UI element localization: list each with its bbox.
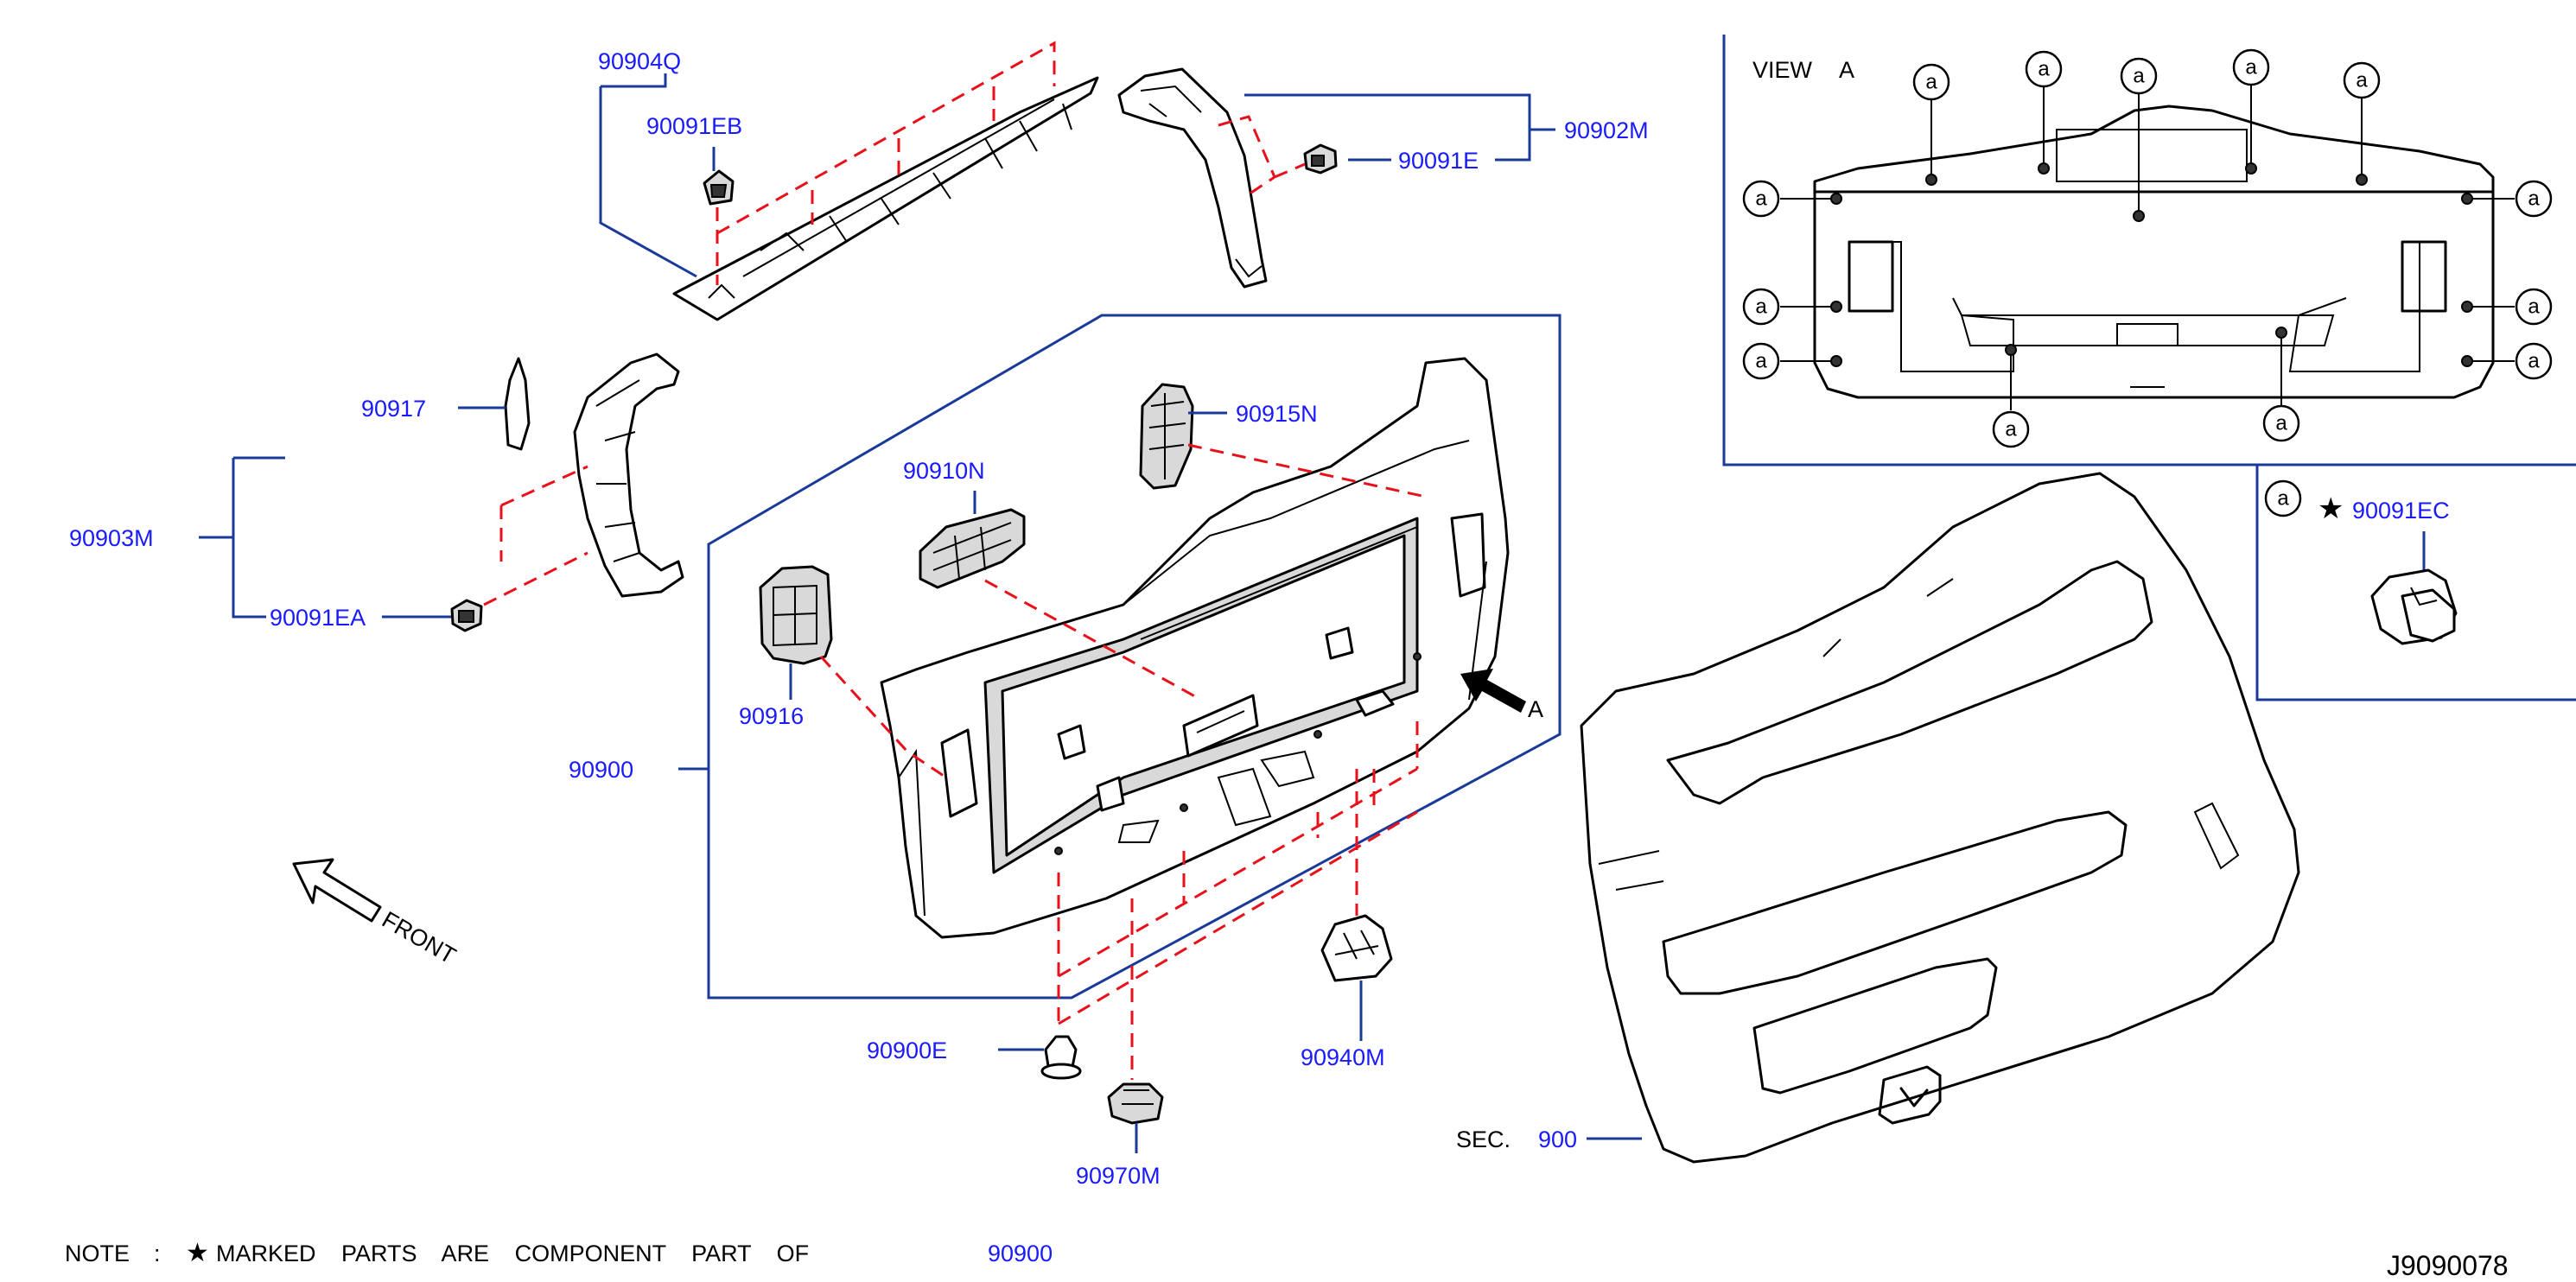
- label-90902m: 90902M: [1564, 117, 1649, 143]
- view-a-title: VIEW: [1752, 57, 1813, 83]
- back-door-panel: [1580, 472, 2300, 1164]
- part-90940m-lamp: [1320, 914, 1393, 982]
- view-a-arrow: [1460, 669, 1526, 713]
- part-90903m-pillar: [573, 352, 684, 598]
- label-90091e: 90091E: [1398, 148, 1479, 174]
- part-90091eb-clip: [703, 169, 735, 206]
- svg-text:a: a: [1755, 187, 1767, 211]
- part-90091e-clip: [1303, 143, 1338, 175]
- front-label: FRONT: [378, 906, 461, 968]
- svg-text:a: a: [2275, 412, 2287, 435]
- part-90970m-clip: [1107, 1082, 1164, 1125]
- label-90916: 90916: [739, 703, 804, 729]
- label-90970m: 90970M: [1076, 1163, 1161, 1189]
- label-90903m: 90903M: [69, 525, 154, 551]
- detail-a-marker: a: [2277, 487, 2289, 511]
- view-a-markers: a a a a a a a a a a a a a: [1742, 48, 2553, 448]
- note-colon: :: [154, 1241, 161, 1266]
- part-90091ea-clip: [450, 599, 483, 632]
- part-90902m-pillar: [1117, 67, 1268, 289]
- note-text: MARKED PARTS ARE COMPONENT PART OF: [216, 1241, 809, 1266]
- detail-star: ★: [2318, 492, 2344, 525]
- svg-text:a: a: [1755, 295, 1767, 319]
- view-a-letter: A: [1839, 57, 1854, 83]
- part-90915n-cover: [1139, 383, 1194, 490]
- sec-prefix: SEC.: [1456, 1127, 1511, 1152]
- part-90900e-pushpin: [1040, 1035, 1082, 1080]
- svg-text:a: a: [1925, 71, 1937, 94]
- svg-text:a: a: [1755, 350, 1767, 373]
- svg-text:a: a: [2245, 56, 2257, 79]
- part-90917-trim: [504, 357, 531, 451]
- note-prefix: NOTE: [65, 1241, 130, 1266]
- label-90900e: 90900E: [867, 1038, 947, 1063]
- label-90940m: 90940M: [1301, 1044, 1385, 1070]
- svg-text:a: a: [2356, 69, 2368, 92]
- group-frame-90900: [707, 314, 1562, 1000]
- label-90091ec: 90091EC: [2352, 498, 2450, 524]
- label-90091ea: 90091EA: [270, 605, 366, 631]
- svg-text:a: a: [2528, 295, 2540, 319]
- svg-text:a: a: [2038, 58, 2050, 81]
- part-90910n-cover: [919, 508, 1026, 589]
- note-star: ★: [186, 1239, 209, 1267]
- label-90910n: 90910N: [903, 458, 985, 484]
- svg-text:a: a: [2528, 350, 2540, 373]
- label-90917: 90917: [361, 396, 426, 422]
- front-arrow: [292, 858, 382, 923]
- label-90900: 90900: [569, 757, 633, 783]
- label-90091eb: 90091EB: [646, 113, 742, 139]
- note-part: 90900: [988, 1241, 1053, 1266]
- label-90915n: 90915N: [1236, 401, 1318, 427]
- svg-text:a: a: [2005, 418, 2017, 441]
- figure-id: J9090078: [2387, 1250, 2509, 1281]
- label-90904q: 90904Q: [598, 48, 681, 74]
- svg-text:a: a: [2133, 65, 2145, 88]
- detail-90091ec-frame: [2255, 465, 2576, 701]
- view-a-frame: [1722, 35, 2576, 466]
- svg-text:a: a: [2528, 187, 2540, 211]
- arrow-a-label: A: [1528, 696, 1543, 722]
- part-90091ec-clip: [2370, 568, 2458, 645]
- sec-number: 900: [1538, 1127, 1577, 1152]
- view-a-trim-outline: [1813, 105, 2495, 399]
- part-90900-back-door-trim: [880, 357, 1510, 939]
- part-90916-cover: [759, 565, 833, 665]
- part-90904q-strip: [672, 76, 1099, 321]
